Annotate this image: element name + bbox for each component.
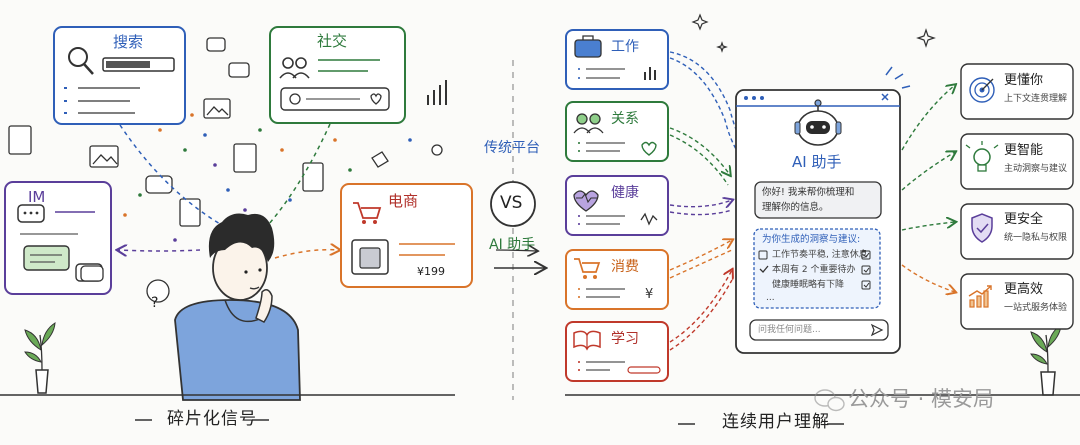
left-caption: 碎片化信号 (167, 409, 257, 429)
traditional-platform-label: 传统平台 (484, 140, 540, 156)
insight-item-1: 工作节奏平稳, 注意休息 (772, 250, 868, 260)
robot-icon (794, 99, 842, 146)
ecommerce-card (340, 183, 473, 288)
im-signal-line (118, 250, 201, 251)
heartbeat-icon (573, 190, 599, 212)
scattered-signals (8, 37, 443, 329)
ecommerce-label: 电商 (388, 192, 419, 210)
benefit-title-efficient: 更高效 (1004, 282, 1044, 297)
shield-icon (971, 213, 993, 243)
category-label-relationship: 关系 (611, 111, 639, 127)
benefit-title-smart: 更智能 (1004, 143, 1044, 158)
benefit-card-understand (960, 63, 1074, 120)
im-label: IM (28, 188, 46, 206)
vs-label: VS (500, 193, 523, 213)
insight-item-3: 健康睡眠略有下降 (772, 280, 845, 290)
greeting-line-1: 你好! 我来帮你梳理和 (762, 187, 855, 198)
wechat-icon (814, 389, 845, 412)
plant-left (24, 322, 56, 394)
category-card-relationship (565, 101, 669, 162)
category-card-consumption: ¥ (565, 249, 669, 310)
shopping-cart-icon (574, 258, 601, 273)
category-card-work (565, 29, 669, 90)
search-label: 搜索 (113, 33, 144, 51)
benefit-desc-understand: 上下文连贯理解 (1004, 94, 1068, 104)
benefit-card-secure (960, 203, 1074, 260)
search-card (53, 26, 186, 125)
category-label-health: 健康 (611, 185, 639, 201)
question-mark-icon: ? (151, 295, 159, 311)
product-price: ¥199 (417, 265, 445, 278)
benefit-title-understand: 更懂你 (1004, 73, 1044, 88)
social-signal-line (261, 123, 331, 233)
plant-right (1030, 324, 1062, 396)
cart-icon (353, 202, 382, 219)
lightbulb-icon (973, 148, 991, 166)
insight-ellipsis: ... (766, 293, 775, 303)
category-card-learning (565, 321, 669, 382)
benefit-desc-efficient: 一站式服务体验 (1004, 303, 1068, 313)
users-icon (282, 57, 294, 69)
magnifier-icon (68, 47, 88, 67)
ai-assistant-side-label: AI 助手 (489, 237, 536, 253)
heart-icon (370, 93, 382, 105)
social-label: 社交 (317, 32, 348, 50)
signal-dots (123, 113, 412, 242)
insight-item-2: 本周有 2 个重要待办 (772, 265, 856, 275)
assistant-window (735, 66, 911, 354)
ask-input-placeholder[interactable]: 问我任何问题... (758, 325, 821, 335)
vs-arrow (495, 250, 537, 251)
benefit-title-secure: 更安全 (1004, 212, 1044, 227)
category-card-health (565, 175, 669, 236)
thinking-person (174, 213, 301, 401)
benefit-desc-secure: 统一隐私与权限 (1004, 233, 1068, 243)
benefit-card-smart (960, 133, 1074, 190)
ecommerce-signal-line (274, 250, 339, 259)
watermark: 公众号 · 模安局 (848, 387, 995, 411)
people-icon (576, 113, 588, 125)
send-icon (870, 323, 884, 337)
right-caption: 连续用户理解 (722, 412, 830, 432)
insight-title: 为你生成的洞察与建议: (762, 234, 861, 245)
category-label-work: 工作 (611, 39, 639, 55)
briefcase-icon (574, 39, 602, 58)
category-label-consumption: 消费 (611, 259, 639, 275)
greeting-line-2: 理解你的信息。 (762, 202, 829, 213)
social-card (269, 26, 406, 124)
assistant-title: AI 助手 (792, 153, 842, 171)
svg-text:¥: ¥ (645, 287, 653, 302)
benefit-desc-smart: 主动洞察与建议 (1004, 164, 1068, 174)
vs-circle (490, 181, 536, 227)
category-label-learning: 学习 (611, 331, 639, 347)
benefit-card-efficient (960, 273, 1074, 330)
ask-input-box (749, 319, 889, 341)
